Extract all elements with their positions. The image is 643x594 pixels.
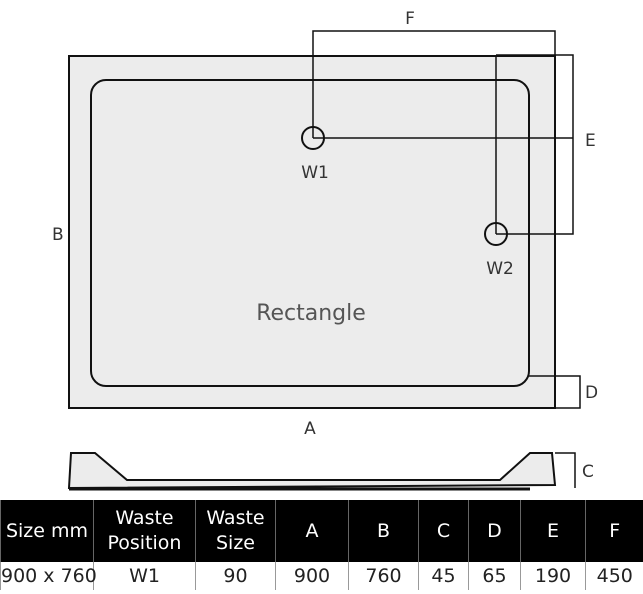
table-row: 900 x 760 W1 90 900 760 45 65 190 450 — [0, 562, 643, 590]
shower-tray-diagram: F E W1 W2 B Rectangle A D C — [52, 9, 598, 491]
header-cell: Waste Size — [195, 500, 276, 562]
cell: 45 — [418, 562, 469, 590]
cell: 900 x 760 — [0, 562, 97, 590]
header-cell: F — [585, 500, 643, 562]
header-cell: C — [418, 500, 469, 562]
cell: 900 — [275, 562, 349, 590]
header-cell: Waste Position — [93, 500, 196, 562]
cell: 190 — [520, 562, 586, 590]
table-header: Size mm Waste Position Waste Size A B C … — [0, 500, 643, 562]
waste-w1 — [301, 126, 325, 150]
label-w1: W1 — [301, 163, 329, 183]
label-b: B — [52, 225, 64, 245]
dimension-e — [496, 54, 574, 235]
label-f: F — [405, 9, 415, 29]
cell: 65 — [468, 562, 521, 590]
dimension-c — [555, 452, 576, 488]
spec-table: Size mm Waste Position Waste Size A B C … — [0, 500, 643, 590]
waste-w2 — [484, 222, 508, 246]
cell: W1 — [93, 562, 196, 590]
cell: 450 — [585, 562, 643, 590]
label-w2: W2 — [486, 259, 514, 279]
dimension-f — [312, 30, 556, 138]
header-cell: D — [468, 500, 521, 562]
tray-inner — [90, 79, 530, 387]
label-d: D — [585, 383, 598, 403]
cell: 90 — [195, 562, 276, 590]
header-cell: Size mm — [0, 500, 94, 562]
header-cell: B — [348, 500, 419, 562]
cell: 760 — [348, 562, 419, 590]
header-cell: E — [520, 500, 586, 562]
label-c: C — [582, 462, 594, 482]
dimension-d — [529, 375, 581, 409]
header-cell: A — [275, 500, 349, 562]
label-a: A — [304, 419, 316, 439]
shape-label: Rectangle — [256, 301, 366, 326]
tray-profile — [67, 452, 557, 490]
label-e: E — [585, 131, 596, 151]
tray-outer — [68, 55, 556, 409]
